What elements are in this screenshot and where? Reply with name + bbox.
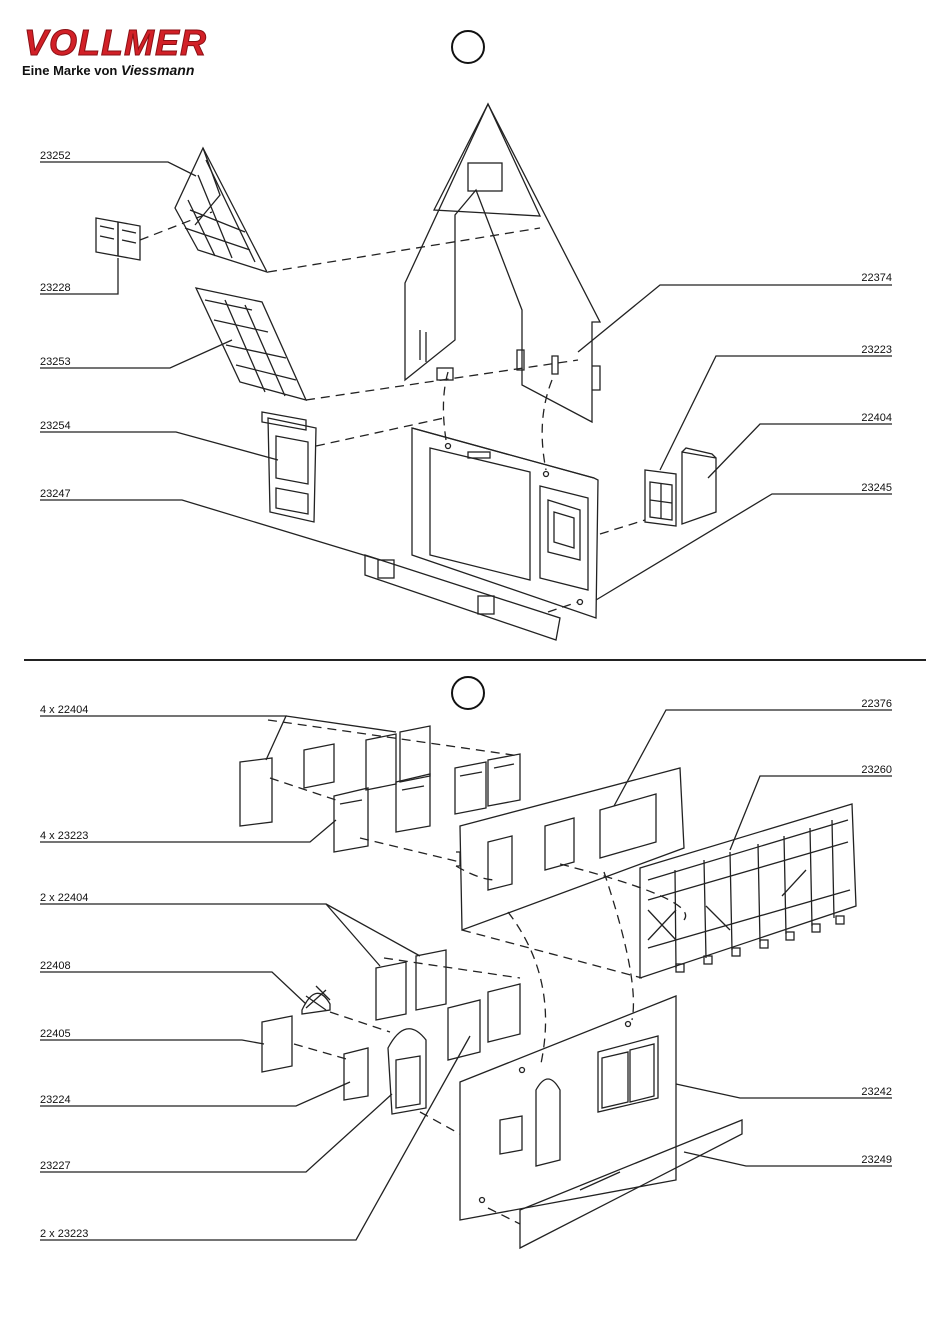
step1-dashes: [140, 212, 645, 612]
part-label-23254: 23254: [40, 420, 71, 432]
part-label-23253: 23253: [40, 356, 71, 368]
lower-wall-panel: [460, 996, 676, 1220]
part-label-22376: 22376: [842, 698, 892, 710]
step1-leaders-left: [40, 162, 380, 560]
part-label-23224: 23224: [40, 1094, 71, 1106]
part-label-22408: 22408: [40, 960, 71, 972]
part-label-23223: 23223: [842, 344, 892, 356]
part-label-23245: 23245: [842, 482, 892, 494]
lower-base-rail: [520, 1120, 742, 1248]
upper-wall-panel: [456, 768, 684, 930]
half-timber-panel: [196, 288, 306, 400]
part-label-23260: 23260: [842, 764, 892, 776]
window-group-upper: [334, 754, 520, 852]
gable-wall: [405, 104, 600, 422]
lower-wall: [412, 428, 598, 618]
arched-door: [388, 1029, 426, 1114]
step1-leaders-right: [578, 285, 892, 600]
part-label-4x22404: 4 x 22404: [40, 704, 88, 716]
part-label-23249: 23249: [842, 1154, 892, 1166]
part-label-2x23223: 2 x 23223: [40, 1228, 88, 1240]
part-label-4x23223: 4 x 23223: [40, 830, 88, 842]
timber-frame-panel: [640, 804, 856, 978]
right-window: [645, 470, 676, 526]
part-label-23252: 23252: [40, 150, 71, 162]
part-label-22374: 22374: [842, 272, 892, 284]
door-frame-panel: [262, 412, 316, 522]
step2-dashes: [268, 720, 686, 1224]
part-label-22405: 22405: [40, 1028, 71, 1040]
part-label-23242: 23242: [842, 1086, 892, 1098]
lattice-window: [302, 986, 330, 1014]
base-rail: [365, 555, 560, 640]
right-shutter: [682, 448, 716, 524]
part-label-23228: 23228: [40, 282, 71, 294]
shutter-small: [96, 218, 140, 260]
shutter-group-upper: [240, 726, 430, 826]
part-label-23247: 23247: [40, 488, 71, 500]
part-label-22404: 22404: [842, 412, 892, 424]
part-label-23227: 23227: [40, 1160, 71, 1172]
part-label-2x22404: 2 x 22404: [40, 892, 88, 904]
gable-truss-panel: [175, 148, 267, 272]
